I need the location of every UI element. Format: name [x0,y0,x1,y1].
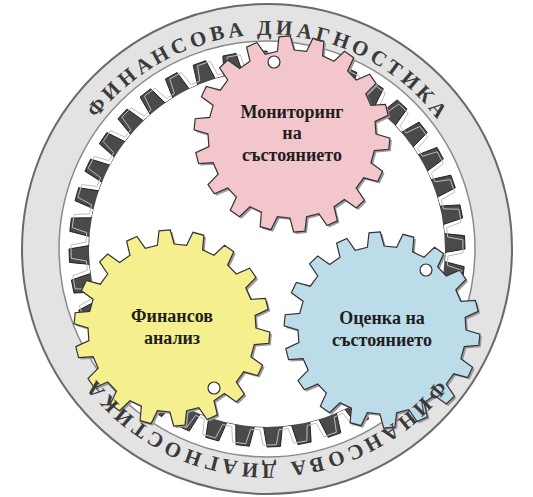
gear-node: Финансов анализ [72,228,272,428]
gear-hole [268,56,280,68]
gear-label: Финансов анализ [116,306,228,349]
gear-label: Оценка на състоянието [326,308,438,351]
gear-body [74,230,270,426]
gear-node: Оценка на състоянието [282,230,482,430]
outer-band [22,4,512,494]
gear-hole [420,264,432,276]
gear-body [194,36,390,232]
gear-body [284,232,480,428]
gear-hole [208,382,220,394]
gear-node: Мониторинг на състоянието [192,34,392,234]
gear-label: Мониторинг на състоянието [236,102,348,167]
